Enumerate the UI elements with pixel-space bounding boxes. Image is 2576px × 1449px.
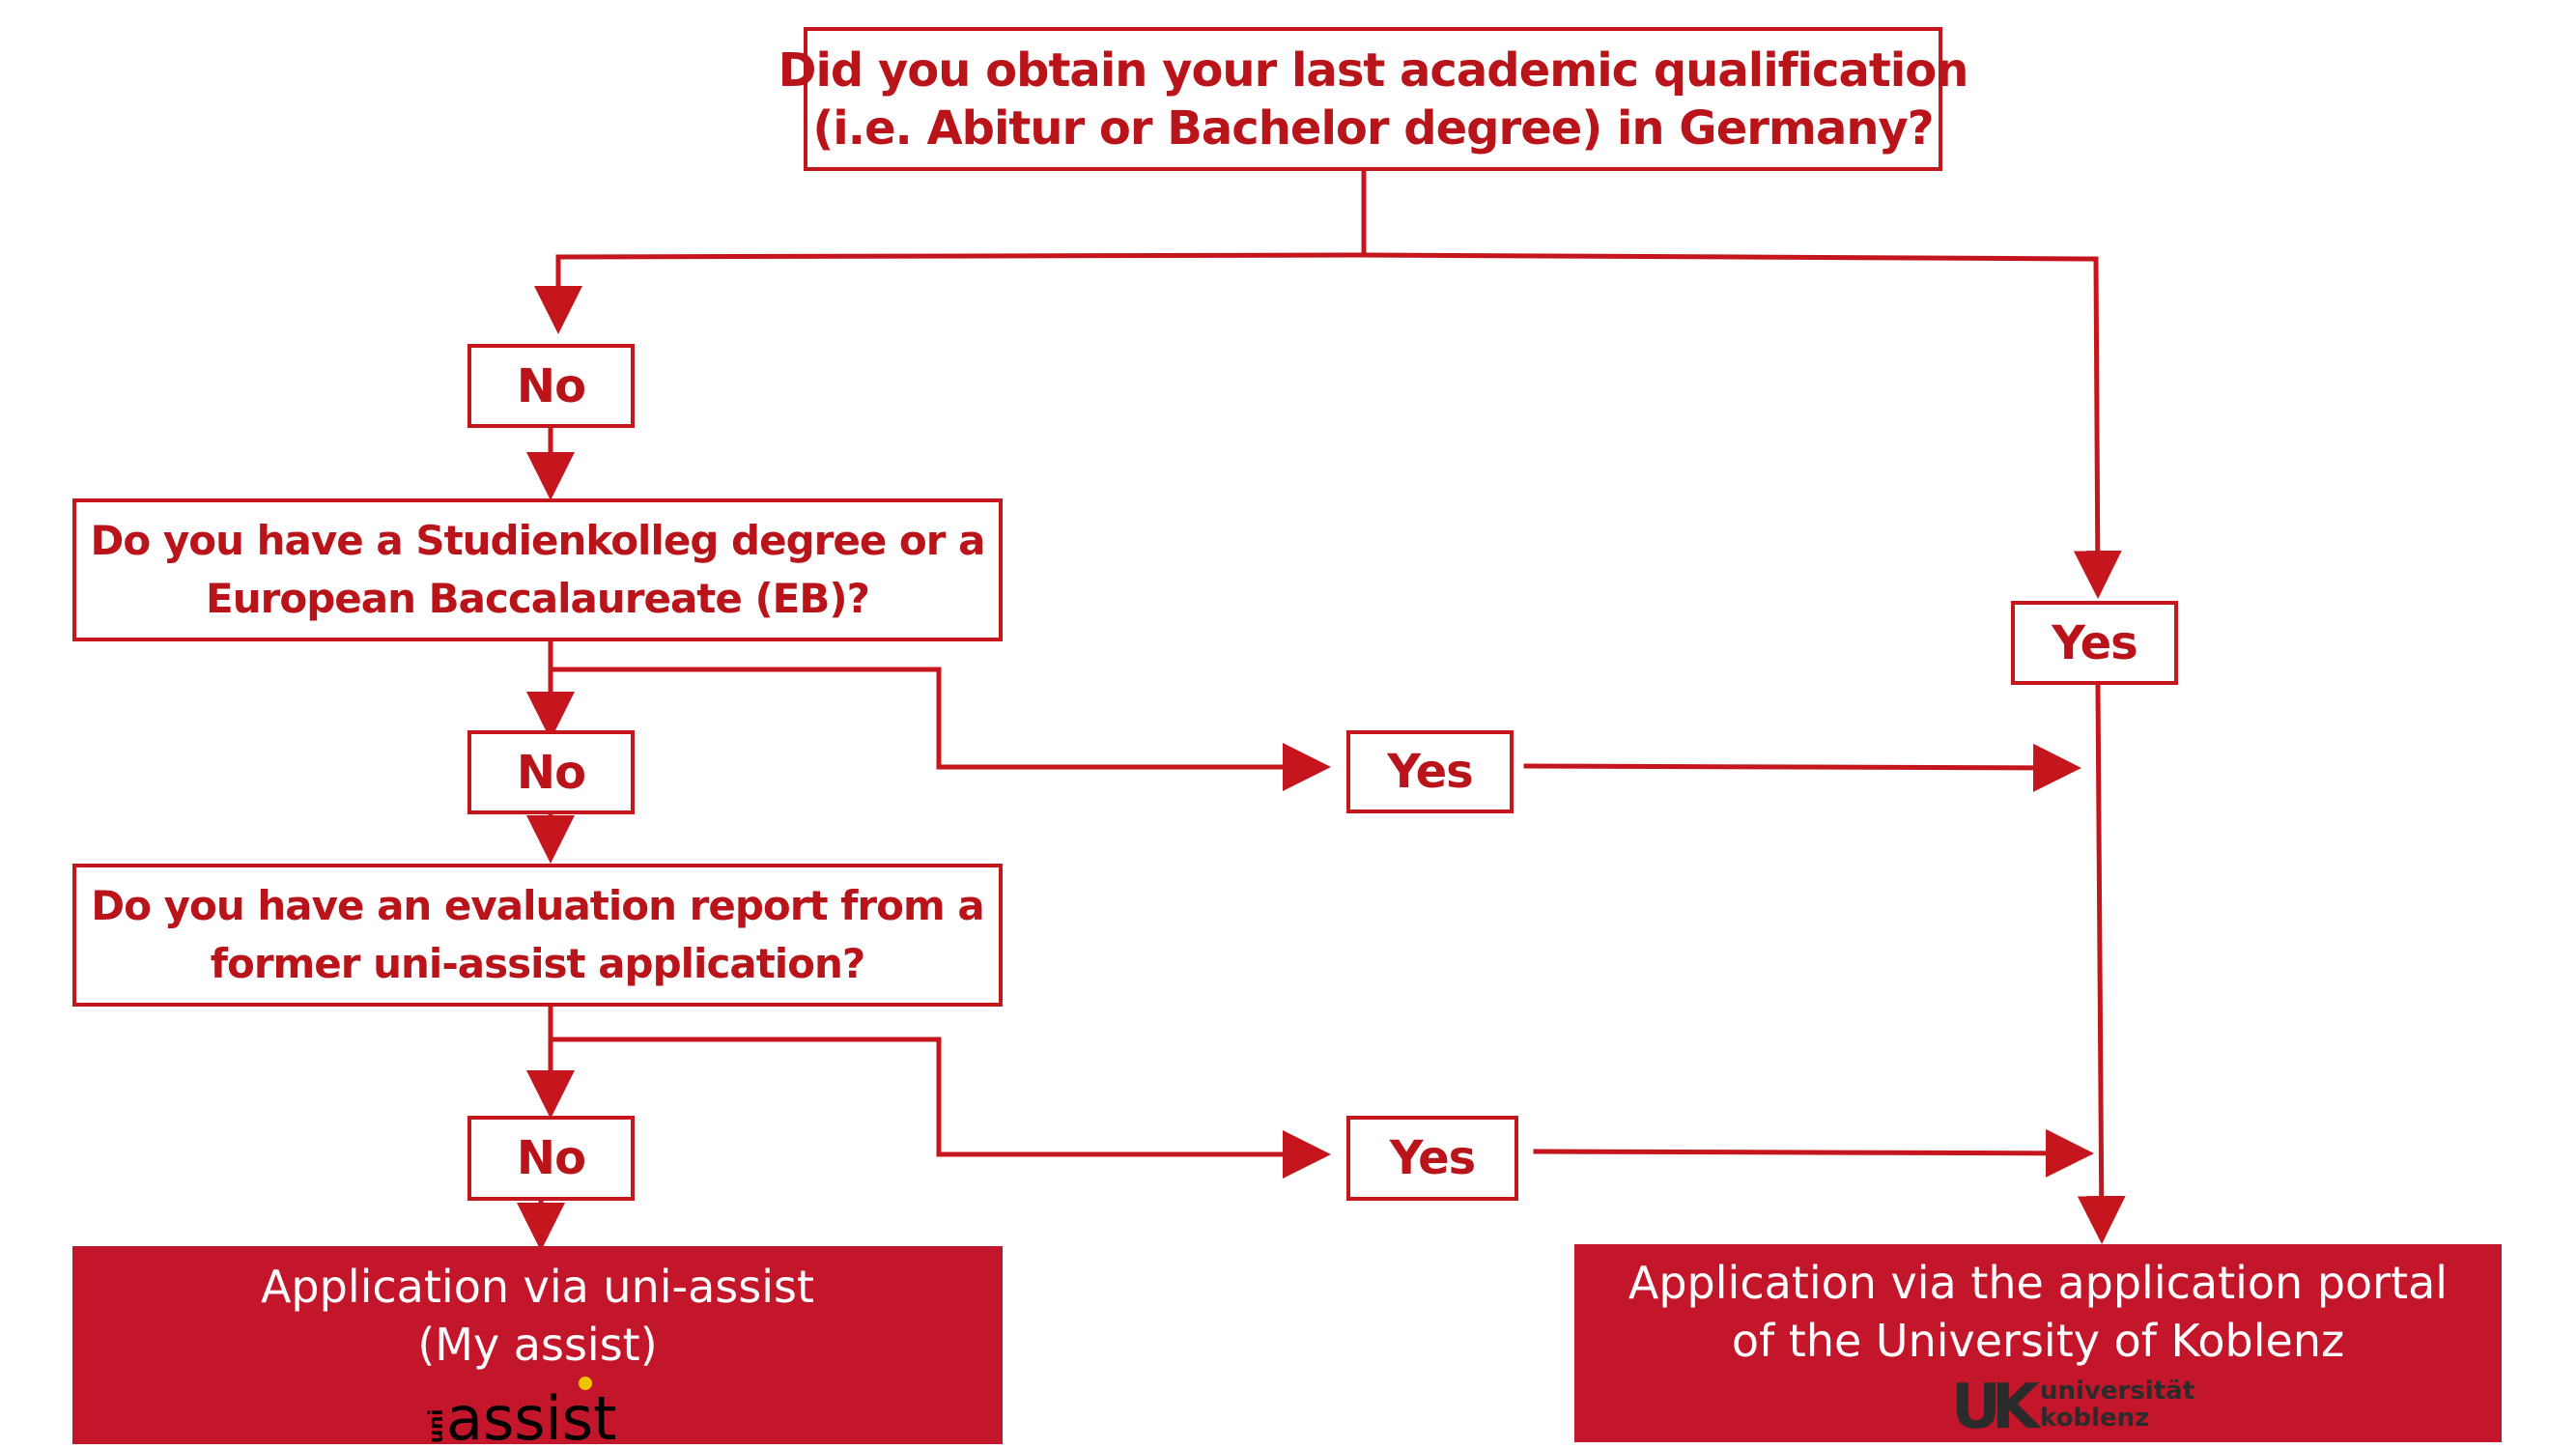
question-germany-qualification: Did you obtain your last academic qualif… (778, 27, 1968, 171)
question-evaluation-line1: Do you have an evaluation report from a (91, 882, 984, 929)
koblenz-logo-line1: universität (2040, 1377, 2194, 1406)
question-studienkolleg-line1: Do you have a Studienkolleg degree or a (90, 517, 986, 564)
connector-q2-to-yes2 (548, 667, 1331, 791)
answer-yes-evaluation-label: Yes (1389, 1131, 1476, 1185)
result-uni-assist-line2: (My assist) (417, 1319, 658, 1371)
connector-q1-to-no1 (534, 252, 1367, 334)
question-studienkolleg: Do you have a Studienkolleg degree or a … (72, 498, 1003, 641)
question-germany-line2: (i.e. Abitur or Bachelor degree) in Germ… (812, 100, 1934, 156)
result-koblenz-line2: of the University of Koblenz (1731, 1315, 2345, 1367)
question-germany-line1: Did you obtain your last academic qualif… (778, 43, 1969, 98)
answer-yes-studienkolleg: Yes (1346, 730, 1514, 813)
uni-assist-logo-prefix: uni (424, 1409, 447, 1443)
connector-yes2-to-portal (1523, 743, 2081, 792)
connector-yes1-to-portal (2077, 683, 2126, 1244)
answer-no-studienkolleg: No (467, 730, 635, 814)
answer-yes-germany: Yes (2011, 601, 2178, 685)
koblenz-logo-line2: koblenz (2040, 1404, 2149, 1433)
connector-yes3-to-portal (1533, 1128, 2094, 1178)
koblenz-logo-mark: UK (1951, 1372, 2042, 1443)
result-koblenz-line1: Application via the application portal (1628, 1257, 2449, 1309)
uni-assist-logo-dot (579, 1377, 592, 1390)
answer-yes-evaluation: Yes (1346, 1116, 1518, 1201)
result-koblenz-portal: Application via the application portal o… (1574, 1244, 2502, 1442)
university-koblenz-logo: UK universität koblenz (1951, 1372, 2194, 1443)
question-studienkolleg-line2: European Baccalaureate (EB)? (206, 575, 870, 622)
answer-no-studienkolleg-label: No (516, 745, 586, 800)
answer-yes-germany-label: Yes (2052, 615, 2137, 670)
answer-no-evaluation-label: No (516, 1131, 586, 1185)
answer-yes-studienkolleg-label: Yes (1387, 745, 1473, 799)
result-uni-assist-line1: Application via uni-assist (260, 1261, 815, 1313)
answer-no-evaluation: No (467, 1116, 635, 1201)
connector-q1-to-yes1 (1361, 252, 2122, 599)
question-evaluation-line2: former uni-assist application? (210, 940, 866, 987)
connector-q3-to-yes3 (548, 1037, 1331, 1179)
uni-assist-logo: uni assist (424, 1377, 616, 1449)
result-uni-assist: Application via uni-assist (My assist) (72, 1246, 1003, 1444)
answer-no-germany: No (467, 344, 635, 428)
uni-assist-logo-word: assist (446, 1383, 616, 1449)
answer-no-germany-label: No (516, 358, 586, 413)
question-evaluation-report: Do you have an evaluation report from a … (72, 864, 1003, 1007)
